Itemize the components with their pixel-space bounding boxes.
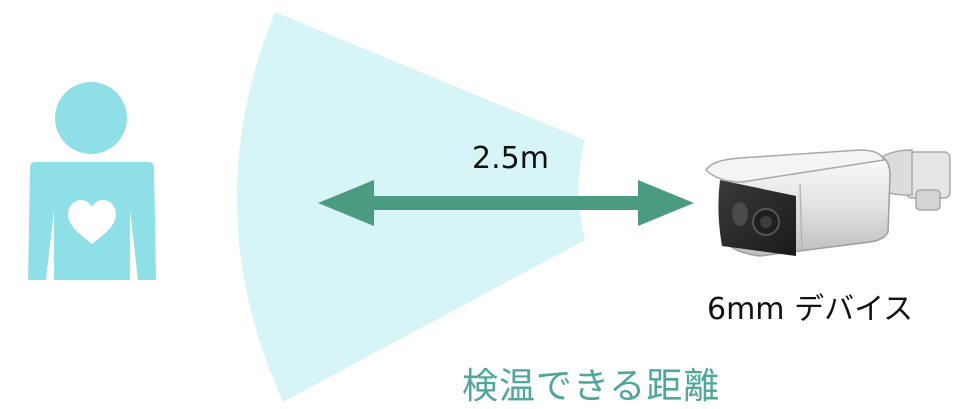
heart-icon <box>68 200 116 244</box>
distance-arrow <box>318 180 694 226</box>
caption-measurable-distance: 検温できる距離 <box>462 366 721 407</box>
arrow-right-head <box>638 180 694 226</box>
device-label: 6mm デバイス <box>707 292 914 327</box>
arrow-left-head <box>318 180 374 226</box>
distance-label: 2.5m <box>472 141 549 176</box>
thermal-bullet-camera-icon <box>705 149 951 257</box>
person-with-heart-icon <box>28 82 156 280</box>
